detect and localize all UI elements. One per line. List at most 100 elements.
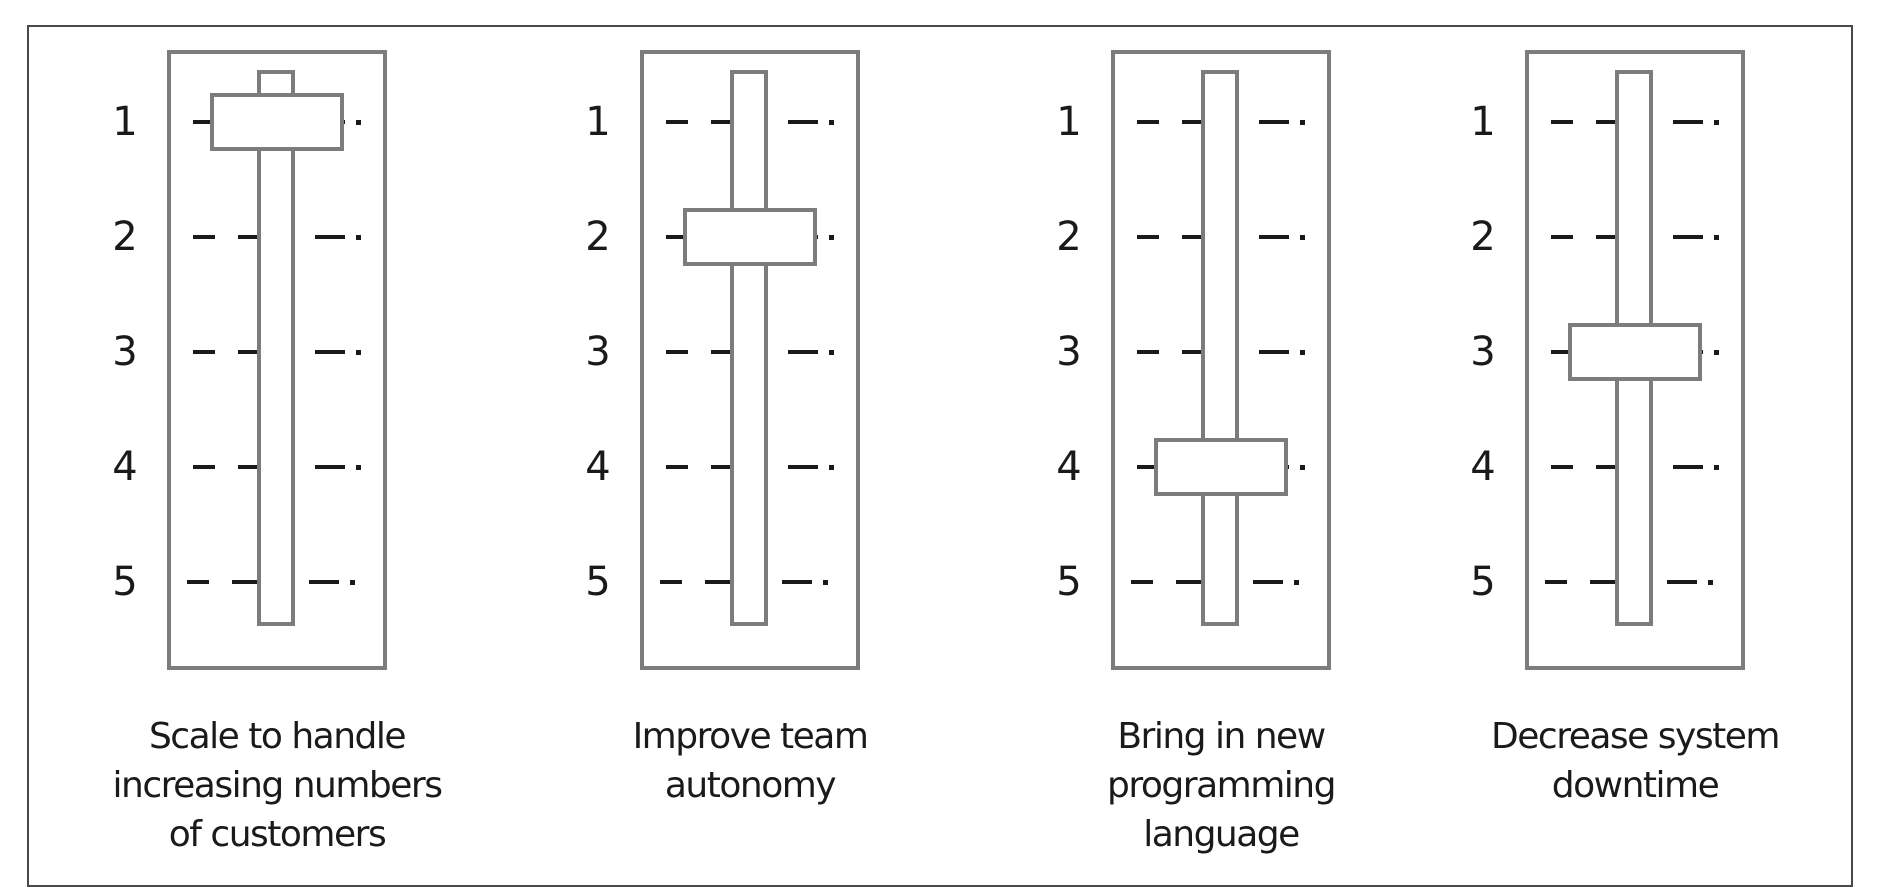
tick-dot: [1714, 235, 1719, 240]
tick-dot: [1300, 120, 1305, 125]
tick-dash: [193, 465, 215, 469]
tick-label: 3: [1056, 329, 1082, 375]
tick-dot: [356, 465, 361, 470]
tick-label: 3: [112, 329, 138, 375]
tick-dash: [1182, 235, 1216, 239]
caption-line: Bring in new: [1117, 716, 1326, 757]
tick-label: 5: [1470, 559, 1496, 605]
tick-dot: [1714, 350, 1719, 355]
tick-dash: [1137, 465, 1159, 469]
tick-label: 3: [1470, 329, 1496, 375]
tick-dash: [1131, 580, 1153, 584]
tick-dash: [1176, 580, 1210, 584]
tick-dash: [1253, 580, 1283, 584]
tick-dash: [1596, 465, 1630, 469]
fader-caption: Bring in new programming language: [1051, 712, 1391, 859]
tick-dash: [1590, 580, 1624, 584]
tick-dash: [666, 350, 688, 354]
tick-dash: [666, 235, 688, 239]
tick-dash: [788, 350, 818, 354]
tick-dash: [315, 350, 345, 354]
tick-label: 2: [112, 214, 138, 260]
caption-line: programming: [1107, 765, 1336, 806]
tick-dot: [1714, 120, 1719, 125]
tick-dash: [193, 235, 215, 239]
tick-dash: [193, 120, 215, 124]
caption-line: autonomy: [664, 765, 837, 806]
tick-dash: [711, 350, 745, 354]
tick-label: 4: [1056, 444, 1082, 490]
tick-dot: [356, 120, 361, 125]
tick-dot: [829, 350, 834, 355]
tick-label: 1: [585, 99, 611, 145]
tick-dot: [829, 120, 834, 125]
tick-dash: [1596, 235, 1630, 239]
tick-dot: [1300, 465, 1305, 470]
tick-dash: [660, 580, 682, 584]
tick-dash: [1182, 120, 1216, 124]
tick-dash: [1137, 350, 1159, 354]
tick-dash: [1551, 350, 1573, 354]
tick-dash: [1667, 580, 1697, 584]
tick-dot: [829, 235, 834, 240]
tick-dot: [1294, 580, 1299, 585]
tick-label: 4: [585, 444, 611, 490]
tick-dot: [1708, 580, 1713, 585]
tick-dash: [1137, 235, 1159, 239]
tick-dash: [1673, 465, 1703, 469]
tick-dash: [315, 465, 345, 469]
tick-dot: [356, 350, 361, 355]
tick-dot: [823, 580, 828, 585]
tick-label: 5: [112, 559, 138, 605]
caption-line: downtime: [1551, 765, 1720, 806]
fader-track: [730, 70, 768, 626]
tick-dash: [315, 235, 345, 239]
tick-dash: [1551, 235, 1573, 239]
caption-line: language: [1143, 814, 1300, 855]
tick-label: 4: [112, 444, 138, 490]
fader-track: [1201, 70, 1239, 626]
tick-dot: [356, 235, 361, 240]
tick-dot: [829, 465, 834, 470]
caption-line: of customers: [168, 814, 387, 855]
tick-label: 2: [585, 214, 611, 260]
fader-knob[interactable]: [1568, 323, 1702, 381]
tick-dash: [1673, 235, 1703, 239]
fader-knob[interactable]: [1154, 438, 1288, 496]
tick-dot: [1300, 235, 1305, 240]
tick-label: 2: [1470, 214, 1496, 260]
tick-label: 2: [1056, 214, 1082, 260]
tick-dot: [1714, 465, 1719, 470]
tick-dash: [1259, 120, 1289, 124]
tick-dash: [1673, 120, 1703, 124]
tick-dash: [1596, 120, 1630, 124]
tick-dash: [1545, 580, 1567, 584]
fader-knob[interactable]: [683, 208, 817, 266]
tick-dash: [705, 580, 739, 584]
tick-dot: [350, 580, 355, 585]
tick-dash: [711, 465, 745, 469]
tick-label: 1: [112, 99, 138, 145]
tick-dot: [1300, 350, 1305, 355]
tick-dash: [782, 580, 812, 584]
tick-dash: [232, 580, 266, 584]
tick-dash: [1259, 235, 1289, 239]
fader-knob[interactable]: [210, 93, 344, 151]
caption-line: Improve team: [632, 716, 869, 757]
caption-line: Scale to handle: [148, 716, 407, 757]
caption-line: Decrease system: [1491, 716, 1780, 757]
tick-dash: [1551, 465, 1573, 469]
tick-dash: [1551, 120, 1573, 124]
tick-label: 3: [585, 329, 611, 375]
tick-dash: [666, 465, 688, 469]
fader-caption: Scale to handle increasing numbers of cust…: [107, 712, 447, 859]
tick-dash: [788, 465, 818, 469]
tick-dash: [1259, 350, 1289, 354]
caption-line: increasing numbers: [112, 765, 443, 806]
tick-label: 5: [1056, 559, 1082, 605]
tick-dash: [238, 465, 272, 469]
tick-dash: [193, 350, 215, 354]
tick-dash: [1182, 350, 1216, 354]
tick-label: 4: [1470, 444, 1496, 490]
tick-dash: [711, 120, 745, 124]
